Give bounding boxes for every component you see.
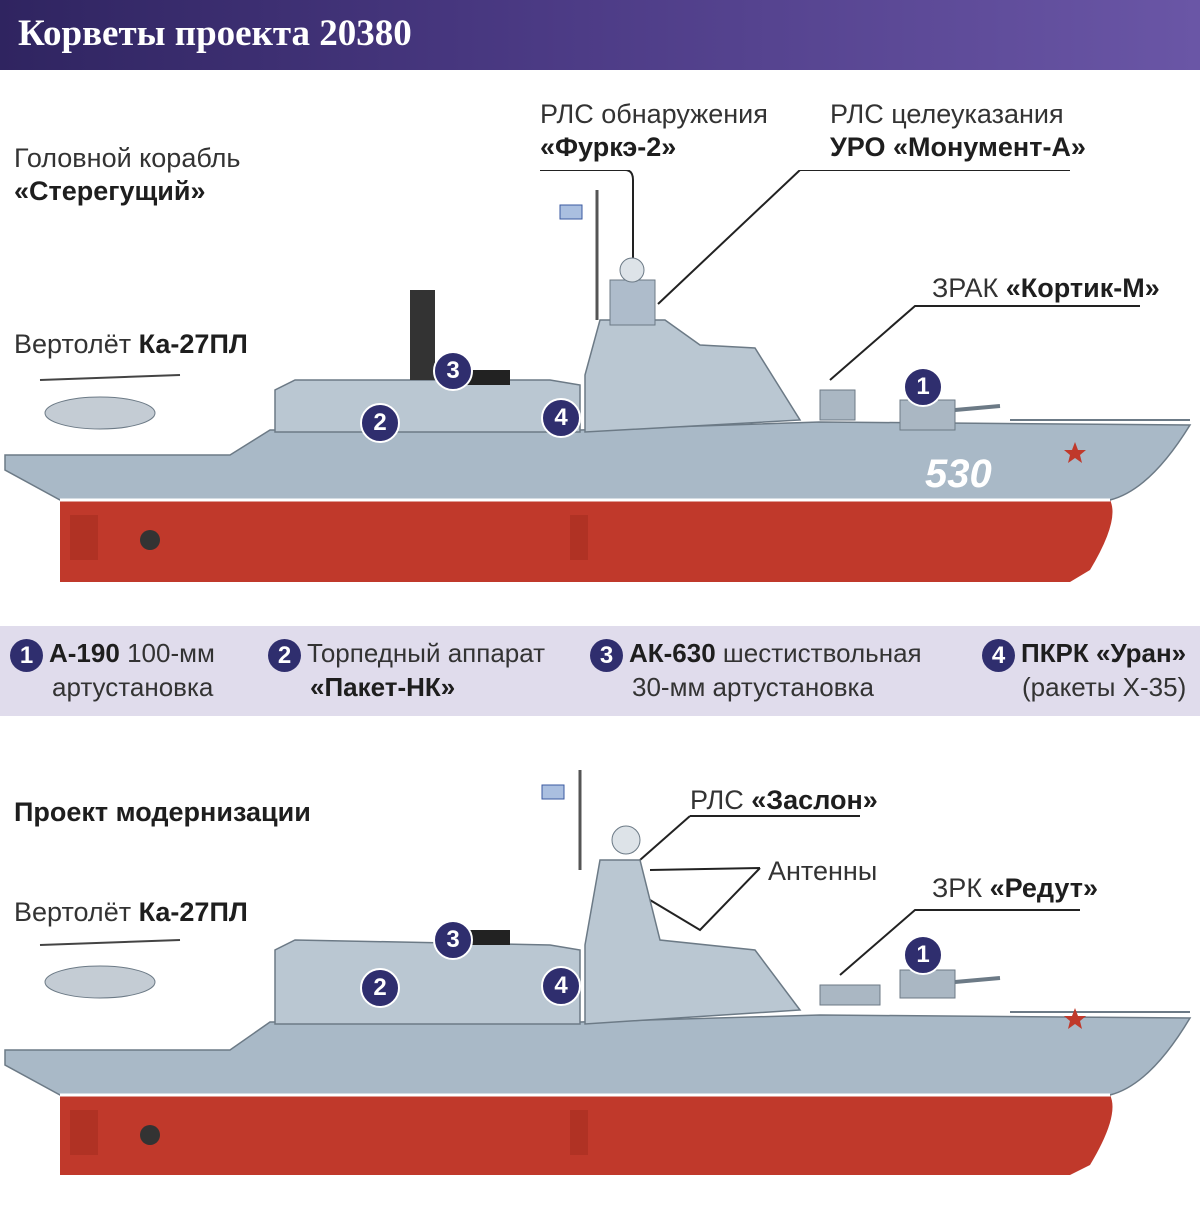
bridge-tower <box>609 279 656 326</box>
marker-4: 4 <box>541 398 581 438</box>
marker-1: 1 <box>903 367 943 407</box>
radar-dome-2 <box>611 825 641 855</box>
superstructure-aft <box>274 379 581 433</box>
radar-targeting-caption: РЛС целеуказания <box>830 99 1064 129</box>
leader-line-zaslon-diag <box>639 815 691 861</box>
lead-ship-name: «Стерегущий» <box>14 176 206 206</box>
legend-badge-3: 3 <box>590 638 623 672</box>
legend-badge-4: 4 <box>982 638 1015 672</box>
helicopter-body-2 <box>44 965 156 999</box>
marker-1-modernized: 1 <box>903 935 943 975</box>
marker-2: 2 <box>360 403 400 443</box>
legend-badge-1: 1 <box>10 638 43 672</box>
keel-fin <box>570 515 588 560</box>
legend-badge-2: 2 <box>268 638 301 672</box>
page-title: Корветы проекта 20380 <box>18 13 412 54</box>
leader-line-radar-detection <box>540 170 634 262</box>
helicopter-caption-2: Вертолёт <box>14 897 132 927</box>
gun-barrel <box>954 404 1001 412</box>
legend-text-2: Торпедный аппарат <box>307 638 546 668</box>
naval-flag-2 <box>541 784 565 800</box>
radar-zaslon-name: «Заслон» <box>751 785 878 815</box>
legend-bold-1: А-190 <box>49 638 120 668</box>
marker-2-modernized: 2 <box>360 968 400 1008</box>
funnel-mast <box>410 290 435 380</box>
project-label: Проект модернизации <box>14 797 311 827</box>
gun-barrel-2 <box>954 976 1001 984</box>
rudder-2 <box>70 1110 98 1155</box>
superstructure-aft-2 <box>274 939 581 1025</box>
legend-bold-3: АК-630 <box>629 638 716 668</box>
hull-upper-2 <box>4 1014 1192 1096</box>
naval-flag <box>559 204 583 220</box>
zrak-label: ЗРАК «Кортик-М» <box>932 272 1160 305</box>
leader-line-zrak <box>829 305 1140 381</box>
zrak-caption: ЗРАК <box>932 273 999 303</box>
header-bar: Корветы проекта 20380 <box>0 0 1200 70</box>
helicopter-label-2: Вертолёт Ка-27ПЛ <box>14 896 248 929</box>
keel-fin-2 <box>570 1110 588 1155</box>
redut-launcher <box>819 984 881 1006</box>
legend-line2-4: (ракеты Х-35) <box>1022 671 1187 702</box>
marker-3-modernized: 3 <box>433 920 473 960</box>
helicopter-rotor <box>39 374 181 381</box>
legend-line2-1: артустановка <box>52 671 214 702</box>
ak630-mount-2 <box>470 930 510 945</box>
kortik-mount <box>819 389 856 421</box>
legend-text-1: 100-мм <box>127 638 215 668</box>
radar-detection-name: «Фуркэ-2» <box>540 132 677 162</box>
radar-detection-label: РЛС обнаружения «Фуркэ-2» <box>540 98 768 164</box>
leader-line-redut <box>839 909 1080 976</box>
radar-dome <box>619 257 645 283</box>
corvette-lead-ship <box>4 170 1192 582</box>
helicopter-label-1: Вертолёт Ка-27ПЛ <box>14 328 248 361</box>
helicopter-name-2: Ка-27ПЛ <box>138 897 248 927</box>
propeller <box>140 530 160 550</box>
superstructure-fwd-2 <box>584 859 802 1025</box>
legend-line2-2: «Пакет-НК» <box>310 671 456 702</box>
corvette-modernized <box>4 770 1192 1175</box>
lead-ship-label: Головной корабль «Стерегущий» <box>14 142 240 208</box>
lead-ship-caption: Головной корабль <box>14 143 241 173</box>
helicopter-body <box>44 396 156 430</box>
antennas-label: Антенны <box>768 856 878 886</box>
radar-targeting-label: РЛС целеуказания УРО «Монумент-А» <box>830 98 1086 164</box>
zrk-caption: ЗРК <box>932 873 983 903</box>
helicopter-caption-1: Вертолёт <box>14 329 132 359</box>
legend-line2-3: 30-мм артустановка <box>632 671 874 702</box>
helicopter-rotor-2 <box>39 939 181 946</box>
zrak-name: «Кортик-М» <box>1005 273 1160 303</box>
superstructure-fwd <box>584 319 802 433</box>
helicopter-name-1: Ка-27ПЛ <box>138 329 248 359</box>
zrk-name: «Редут» <box>989 873 1098 903</box>
legend-bold-4: ПКРК «Уран» <box>1021 638 1187 668</box>
star-emblem <box>1064 442 1086 463</box>
legend-text-3: шестиствольная <box>722 638 922 668</box>
radar-targeting-name: УРО «Монумент-А» <box>830 132 1086 162</box>
hull-number: 530 <box>925 452 992 496</box>
marker-4-modernized: 4 <box>541 966 581 1006</box>
leader-line-antennas <box>649 867 761 932</box>
zrk-label: ЗРК «Редут» <box>932 872 1098 905</box>
radar-zaslon-caption: РЛС <box>690 785 744 815</box>
gun-turret-2 <box>899 969 956 999</box>
propeller-2 <box>140 1125 160 1145</box>
radar-detection-caption: РЛС обнаружения <box>540 99 768 129</box>
star-emblem-2 <box>1064 1008 1086 1029</box>
hull-upper <box>4 421 1192 501</box>
radar-zaslon-label: РЛС «Заслон» <box>690 784 878 817</box>
rudder <box>70 515 98 560</box>
marker-3: 3 <box>433 351 473 391</box>
leader-line-radar-targeting <box>657 170 1070 305</box>
